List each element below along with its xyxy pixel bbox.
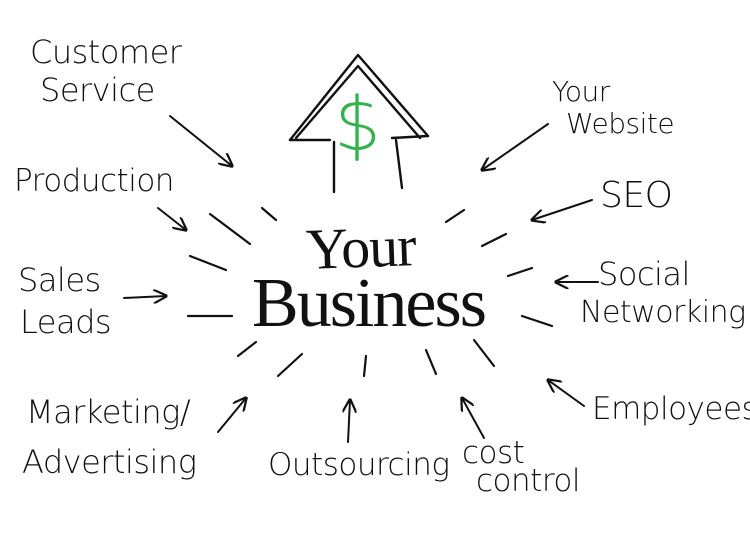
tick-2	[208, 212, 252, 246]
arrow-outsourcing	[348, 400, 350, 443]
growth-arrow-icon	[288, 53, 430, 194]
node-customer-service-line1: Customer	[30, 33, 182, 71]
tick-6	[276, 352, 304, 378]
node-seo: SEO	[600, 175, 673, 216]
node-employees: Employees	[592, 391, 750, 427]
node-marketing-line2: Advertising	[22, 443, 197, 481]
arrow-production	[157, 207, 186, 230]
tick-13	[444, 208, 466, 224]
node-production: Production	[14, 163, 174, 199]
node-social-networking-line1: Social	[598, 255, 690, 293]
tick-11	[506, 266, 534, 278]
node-customer-service-line2: Service	[40, 71, 155, 109]
node-your-website-line2: Website	[566, 107, 675, 140]
tick-5	[236, 340, 258, 358]
node-social-networking-line2: Networking	[580, 295, 746, 330]
tick-1	[260, 206, 278, 222]
tick-7	[362, 354, 368, 378]
tick-8	[424, 348, 438, 376]
tick-9	[472, 338, 496, 368]
node-cost-control-line2: control	[476, 463, 580, 499]
tick-10	[520, 314, 554, 328]
arrow-employees	[548, 380, 585, 407]
node-marketing-line1: Marketing/	[26, 393, 191, 431]
node-your-website-line1: Your	[552, 75, 610, 108]
arrow-cost-control	[462, 398, 485, 439]
tick-3	[188, 254, 228, 272]
dollar-sign-icon: $	[334, 82, 382, 168]
tick-12	[480, 232, 508, 248]
arrow-sales-leads	[123, 296, 166, 298]
arrow-your-website	[482, 123, 549, 170]
node-sales-leads-line1: Sales	[18, 261, 101, 299]
arrow-marketing	[217, 398, 246, 433]
center-title-line2: Business	[252, 265, 487, 342]
node-outsourcing: Outsourcing	[268, 447, 450, 483]
arrow-customer-service	[169, 115, 232, 166]
arrow-seo	[532, 199, 593, 220]
node-cost-control-line1: cost	[462, 435, 525, 471]
radiating-ticks	[186, 206, 554, 378]
node-sales-leads-line2: Leads	[20, 303, 112, 341]
